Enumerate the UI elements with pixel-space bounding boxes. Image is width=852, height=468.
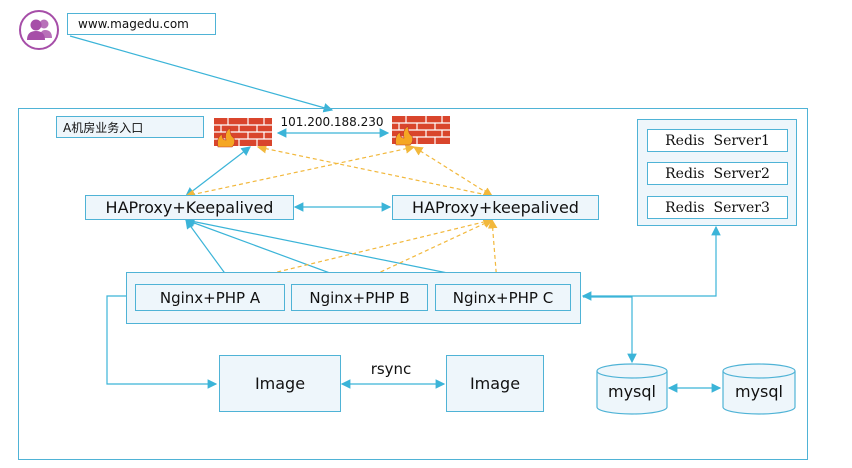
redis-server-1: Redis Server1 [647, 129, 788, 152]
user-avatar-icon [18, 9, 60, 51]
mysql-right-cylinder [722, 363, 796, 415]
mysql-right-label: mysql [735, 381, 783, 401]
nginx-c: Nginx+PHP C [435, 284, 571, 311]
image-storage-right: Image [446, 355, 544, 412]
nginx-a: Nginx+PHP A [135, 284, 285, 311]
image-storage-left: Image [219, 355, 341, 412]
haproxy-right: HAProxy+keepalived [392, 195, 599, 220]
redis-server-2: Redis Server2 [647, 162, 788, 185]
redis-server-3: Redis Server3 [647, 196, 788, 219]
mysql-left-label: mysql [608, 381, 656, 401]
database-icon [596, 363, 668, 415]
database-icon [722, 363, 796, 415]
vip-address: 101.200.188.230 [280, 115, 384, 129]
firewall-icon [392, 114, 450, 146]
nginx-b: Nginx+PHP B [291, 284, 428, 311]
mysql-left-cylinder [596, 363, 668, 415]
firewall-icon [214, 116, 272, 148]
rsync-label: rsync [370, 360, 412, 378]
url-box: www.magedu.com [67, 13, 216, 35]
haproxy-left: HAProxy+Keepalived [85, 195, 294, 220]
datacenter-frame [18, 108, 808, 460]
room-label: A机房业务入口 [56, 116, 204, 138]
